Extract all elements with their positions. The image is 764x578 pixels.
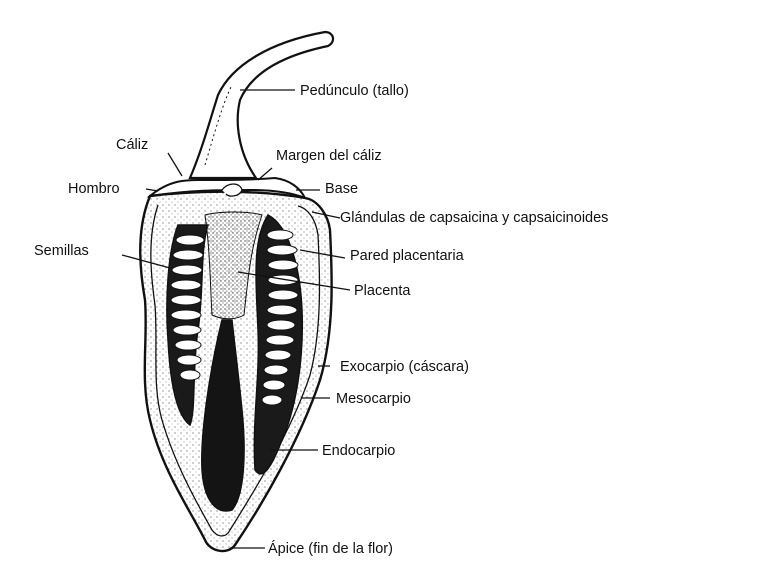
label-calyx: Cáliz bbox=[116, 138, 148, 153]
label-seeds: Semillas bbox=[34, 244, 89, 259]
label-peduncle: Pedúnculo (tallo) bbox=[300, 84, 409, 99]
label-exocarp: Exocarpio (cáscara) bbox=[340, 360, 469, 375]
label-apex: Ápice (fin de la flor) bbox=[268, 542, 393, 557]
label-base: Base bbox=[325, 182, 358, 197]
label-endocarp: Endocarpio bbox=[322, 444, 395, 459]
label-placenta: Placenta bbox=[354, 284, 410, 299]
label-shoulder: Hombro bbox=[68, 182, 120, 197]
label-capsaicin-glands: Glándulas de capsaicina y capsaicinoides bbox=[340, 211, 608, 226]
label-placental-wall: Pared placentaria bbox=[350, 249, 464, 264]
label-mesocarp: Mesocarpio bbox=[336, 392, 411, 407]
label-calyx-margin: Margen del cáliz bbox=[276, 149, 382, 164]
